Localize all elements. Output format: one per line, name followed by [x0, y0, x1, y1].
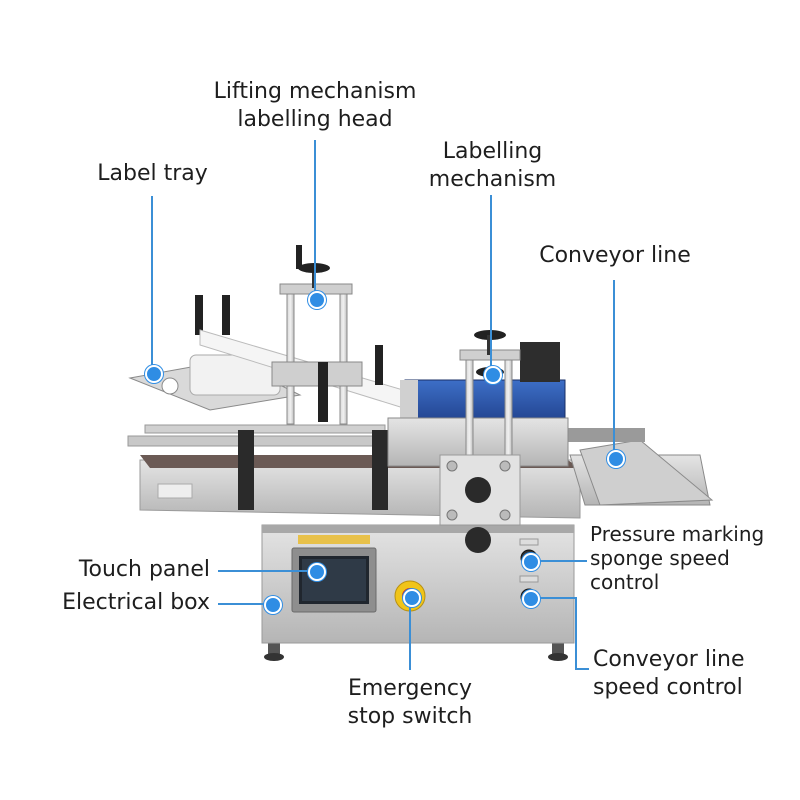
- leader-label-tray: [151, 196, 153, 372]
- label-labelling-mechanism: Labelling mechanism: [428, 139, 557, 192]
- marker-electrical-box: [264, 596, 282, 614]
- marker-emergency-stop: [403, 589, 421, 607]
- label-conveyor-line-speed-control: Conveyor line speed control: [593, 647, 745, 700]
- marker-conveyor-line: [607, 450, 625, 468]
- marker-conveyor-speed: [522, 590, 540, 608]
- label-emergency-stop-switch: Emergency stop switch: [347, 676, 473, 729]
- marker-touch-panel: [308, 563, 326, 581]
- marker-pressure-marking: [522, 553, 540, 571]
- leader-conveyor-speed-v: [575, 597, 577, 669]
- leader-labelling-mechanism: [490, 195, 492, 373]
- leader-conveyor-speed-h2: [575, 668, 589, 670]
- leader-emergency-stop: [409, 596, 411, 670]
- leader-conveyor-line: [613, 280, 615, 458]
- leader-conveyor-speed-h: [529, 597, 576, 599]
- labelling-mechanism: [387, 330, 569, 553]
- leader-touch-panel: [218, 570, 314, 572]
- label-conveyor-line: Conveyor line: [539, 243, 691, 268]
- marker-labelling-mechanism: [484, 366, 502, 384]
- label-touch-panel: Touch panel: [78, 557, 210, 582]
- leader-pressure-marking: [529, 560, 587, 562]
- marker-label-tray: [145, 365, 163, 383]
- leader-electrical-box: [218, 603, 270, 605]
- label-pressure-marking-sponge-speed-control: Pressure marking sponge speed control: [590, 522, 765, 594]
- marker-lifting-head: [308, 291, 326, 309]
- label-electrical-box: Electrical box: [62, 590, 210, 615]
- label-lifting-mechanism-labelling-head: Lifting mechanism labelling head: [213, 79, 417, 132]
- leader-lifting-head: [314, 140, 316, 298]
- guide-clamps: [238, 430, 388, 510]
- lifting-mechanism: [271, 245, 383, 425]
- label-label-tray: Label tray: [97, 161, 208, 186]
